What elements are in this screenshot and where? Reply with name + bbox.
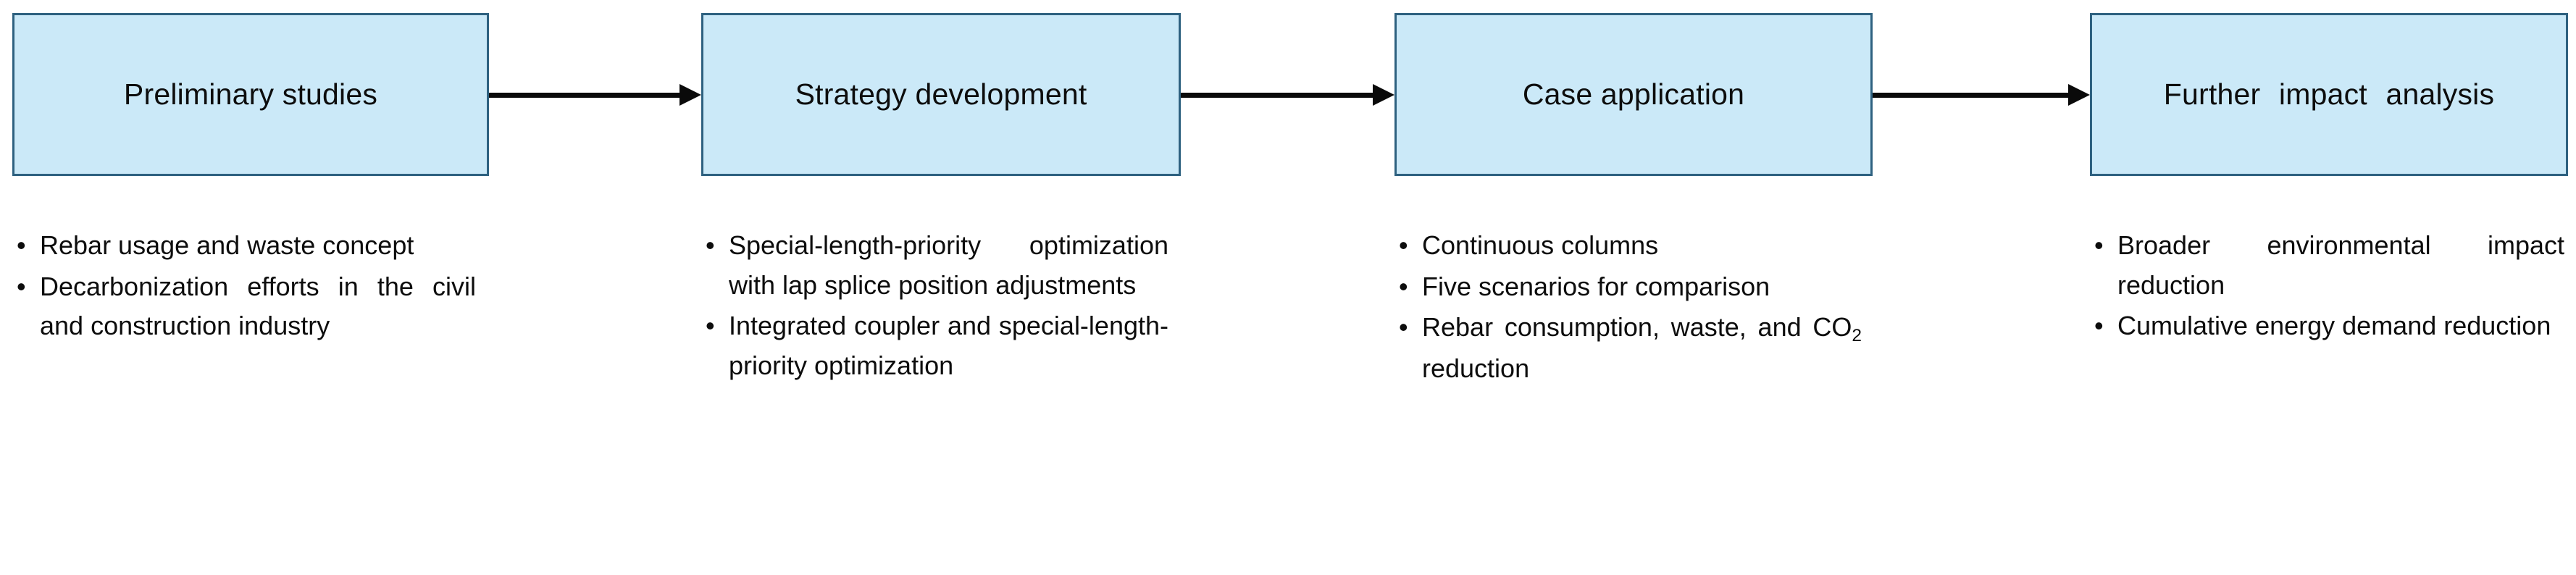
bullet-marker-icon: • bbox=[2094, 230, 2104, 260]
arrow-right-icon-stage1-to-stage2 bbox=[489, 84, 701, 106]
process-box-label: Case application bbox=[1522, 77, 1745, 112]
bullet-marker-icon: • bbox=[17, 230, 26, 260]
list-item-text: Special-length-priority optimization wit… bbox=[729, 230, 1168, 300]
arrow-right-icon-stage3-to-stage4 bbox=[1873, 84, 2090, 106]
list-item: • Broader environmental impact reduction bbox=[2090, 226, 2564, 305]
process-box-further-impact-analysis[interactable]: Further impact analysis bbox=[2090, 13, 2568, 176]
arrow-head bbox=[679, 84, 701, 106]
list-item: • Continuous columns bbox=[1394, 226, 1862, 266]
list-item-text: Integrated coupler and special-length-pr… bbox=[729, 311, 1168, 381]
arrow-shaft bbox=[1873, 93, 2068, 98]
process-box-label: Further impact analysis bbox=[2163, 77, 2495, 112]
process-box-label: Preliminary studies bbox=[123, 77, 378, 112]
list-item: • Rebar usage and waste concept bbox=[12, 226, 476, 266]
bullet-marker-icon: • bbox=[706, 230, 715, 260]
arrow-shaft bbox=[489, 93, 679, 98]
list-item: • Integrated coupler and special-length-… bbox=[701, 306, 1168, 385]
list-item: • Special-length-priority optimization w… bbox=[701, 226, 1168, 305]
bullet-marker-icon: • bbox=[17, 271, 26, 301]
list-item: • Cumulative energy demand reduction bbox=[2090, 306, 2564, 346]
list-item-text: Broader environmental impact reduction bbox=[2117, 230, 2564, 300]
list-item: • Five scenarios for comparison bbox=[1394, 267, 1862, 307]
bullet-marker-icon: • bbox=[1399, 312, 1408, 343]
list-item: • Rebar consumption, waste, and CO2 redu… bbox=[1394, 308, 1862, 389]
bullet-marker-icon: • bbox=[2094, 311, 2104, 341]
bullet-list-preliminary-studies: • Rebar usage and waste concept • Decarb… bbox=[12, 226, 476, 348]
bullet-list-strategy-development: • Special-length-priority optimization w… bbox=[701, 226, 1168, 387]
bullet-marker-icon: • bbox=[706, 311, 715, 341]
process-box-label: Strategy development bbox=[795, 77, 1087, 112]
list-item-text: Decarbonization efforts in the civil and… bbox=[40, 271, 476, 341]
bullet-marker-icon: • bbox=[1399, 230, 1408, 260]
process-box-case-application[interactable]: Case application bbox=[1394, 13, 1873, 176]
list-item-text: Rebar usage and waste concept bbox=[40, 230, 414, 260]
bullet-marker-icon: • bbox=[1399, 271, 1408, 301]
process-box-strategy-development[interactable]: Strategy development bbox=[701, 13, 1181, 176]
bullet-list-case-application: • Continuous columns • Five scenarios fo… bbox=[1394, 226, 1862, 390]
list-item: • Decarbonization efforts in the civil a… bbox=[12, 267, 476, 346]
arrow-head bbox=[1373, 84, 1394, 106]
arrow-shaft bbox=[1181, 93, 1373, 98]
list-item-text: Cumulative energy demand reduction bbox=[2117, 311, 2551, 341]
list-item-text: Continuous columns bbox=[1422, 230, 1659, 260]
arrow-head bbox=[2068, 84, 2090, 106]
bullet-list-further-impact-analysis: • Broader environmental impact reduction… bbox=[2090, 226, 2564, 348]
list-item-text-co2: Rebar consumption, waste, and CO2 reduct… bbox=[1422, 312, 1862, 384]
arrow-right-icon-stage2-to-stage3 bbox=[1181, 84, 1394, 106]
list-item-text: Five scenarios for comparison bbox=[1422, 271, 1770, 301]
process-box-preliminary-studies[interactable]: Preliminary studies bbox=[12, 13, 489, 176]
